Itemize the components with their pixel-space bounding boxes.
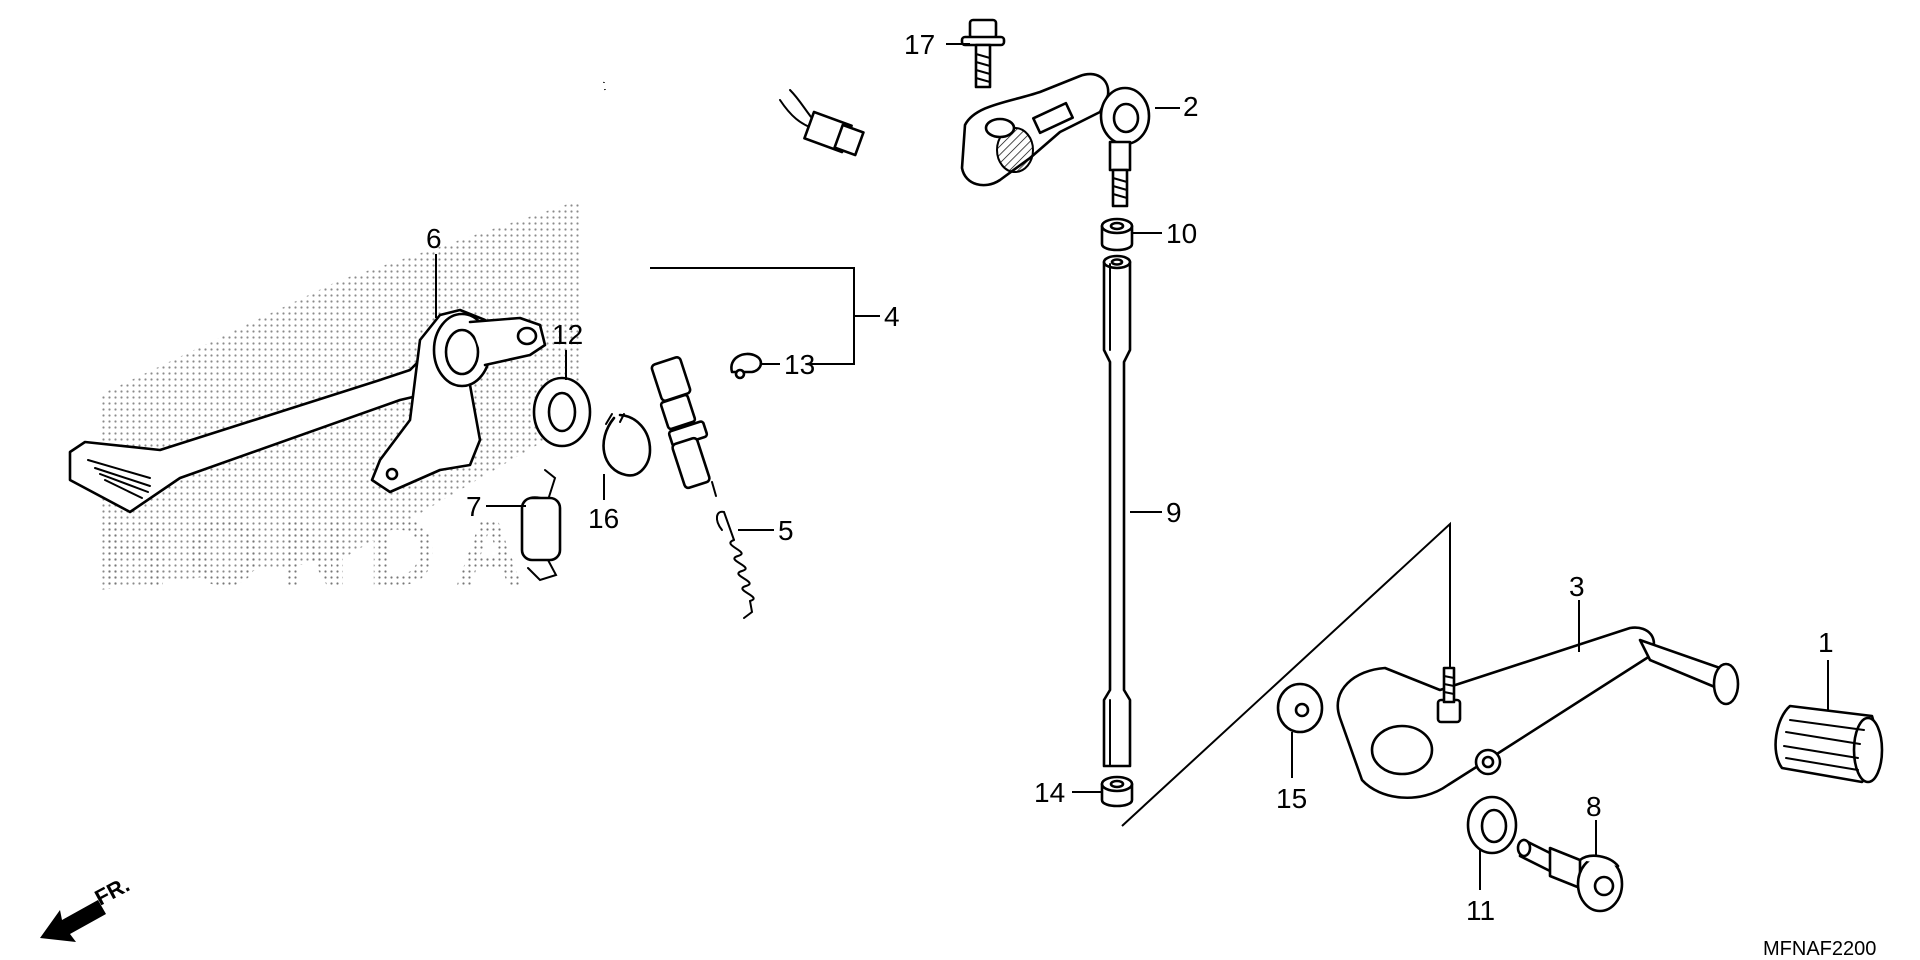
washer-part-12[interactable] <box>532 376 592 448</box>
callout-16: 16 <box>588 503 619 534</box>
washer-part-11[interactable] <box>1466 795 1518 855</box>
snap-ring-part-16[interactable] <box>602 413 652 477</box>
pivot-bolt-part-8[interactable] <box>1516 838 1624 913</box>
front-direction-indicator: FR. <box>40 872 134 942</box>
callout-3: 3 <box>1569 571 1585 602</box>
watermark-text: HONDA <box>100 499 542 606</box>
callout-4: 4 <box>884 301 900 332</box>
callout-15: 15 <box>1276 783 1307 814</box>
leader-lines <box>435 43 1829 890</box>
shift-pedal-part-3[interactable] <box>1336 626 1740 800</box>
shift-arm-part-2[interactable] <box>960 72 1151 208</box>
washer-part-15[interactable] <box>1276 682 1324 734</box>
callouts: 1 2 3 4 5 6 7 8 9 10 11 12 13 14 15 16 1… <box>426 29 1834 926</box>
stop-switch-part-4[interactable] <box>600 44 865 497</box>
callout-13: 13 <box>784 349 815 380</box>
callout-2: 2 <box>1183 91 1199 122</box>
callout-17: 17 <box>904 29 935 60</box>
nut-part-10[interactable] <box>1100 217 1134 252</box>
return-spring-part-7[interactable] <box>520 469 562 582</box>
callout-6: 6 <box>426 223 442 254</box>
callout-7: 7 <box>466 491 482 522</box>
callout-12: 12 <box>552 319 583 350</box>
diagram-code: MFNAF2200 <box>1763 938 1876 960</box>
callout-1: 1 <box>1818 627 1834 658</box>
brake-pedal-part-6[interactable] <box>68 308 547 514</box>
callout-8: 8 <box>1586 791 1602 822</box>
bolt-part-17[interactable] <box>960 18 1006 89</box>
callout-10: 10 <box>1166 218 1197 249</box>
clip-part-13[interactable] <box>730 352 763 380</box>
front-arrow-icon <box>40 900 106 942</box>
switch-spring-part-5[interactable] <box>716 510 755 619</box>
callout-5: 5 <box>778 515 794 546</box>
nut-part-14[interactable] <box>1100 775 1134 808</box>
callout-11: 11 <box>1466 895 1495 926</box>
callout-9: 9 <box>1166 497 1182 528</box>
shift-rod-part-9[interactable] <box>1102 254 1132 768</box>
rubber-tip-part-1[interactable] <box>1774 704 1884 784</box>
callout-14: 14 <box>1034 777 1065 808</box>
